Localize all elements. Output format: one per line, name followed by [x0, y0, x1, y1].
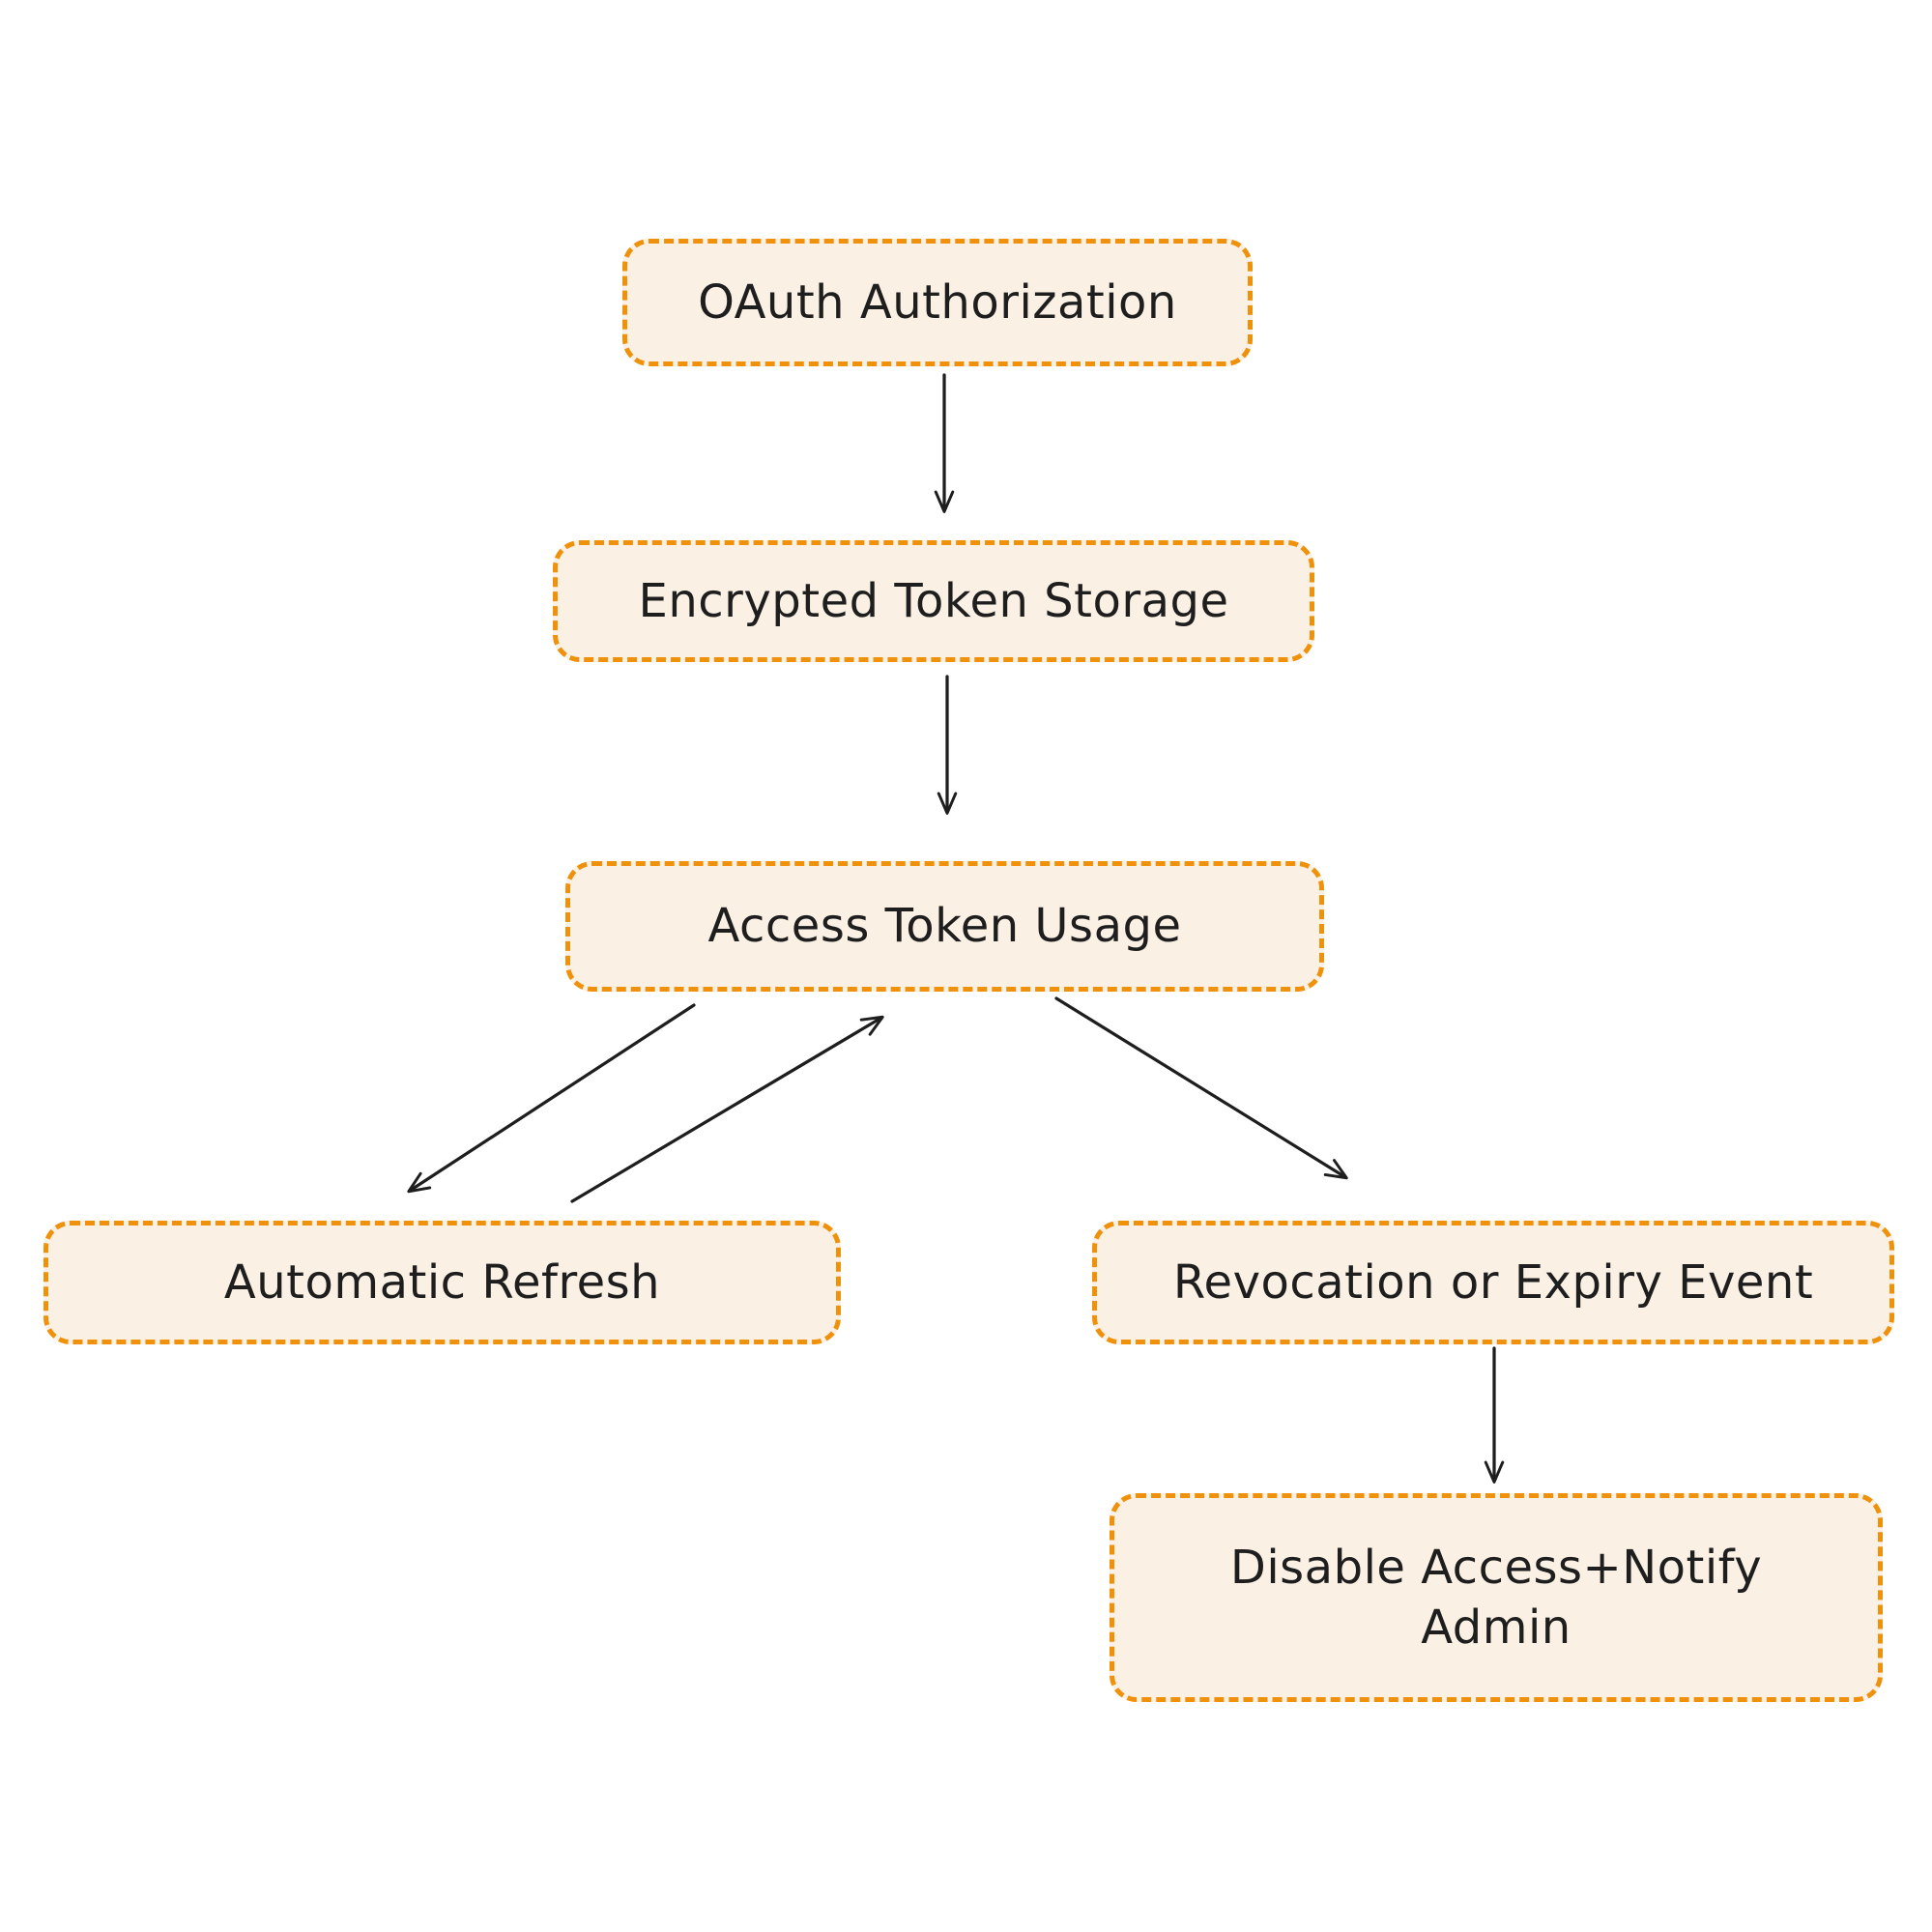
node-label: Automatic Refresh: [223, 1254, 661, 1310]
node-automatic-refresh[interactable]: Automatic Refresh: [43, 1221, 841, 1344]
edge-usage-to-refresh: [407, 1003, 696, 1194]
node-disable-access-notify-admin[interactable]: Disable Access+Notify Admin: [1110, 1493, 1883, 1702]
node-access-token-usage[interactable]: Access Token Usage: [565, 861, 1324, 992]
node-label: Revocation or Expiry Event: [1172, 1254, 1814, 1310]
node-oauth-authorization[interactable]: OAuth Authorization: [622, 239, 1253, 366]
node-label: Encrypted Token Storage: [638, 573, 1229, 628]
node-label: OAuth Authorization: [698, 274, 1177, 330]
edge-usage-to-revocation: [1054, 996, 1348, 1180]
edge-refresh-to-usage: [570, 1015, 884, 1203]
node-encrypted-token-storage[interactable]: Encrypted Token Storage: [553, 540, 1314, 662]
node-revocation-or-expiry-event[interactable]: Revocation or Expiry Event: [1092, 1221, 1894, 1344]
node-label: Disable Access+Notify Admin: [1229, 1540, 1763, 1655]
node-label: Access Token Usage: [707, 899, 1182, 954]
